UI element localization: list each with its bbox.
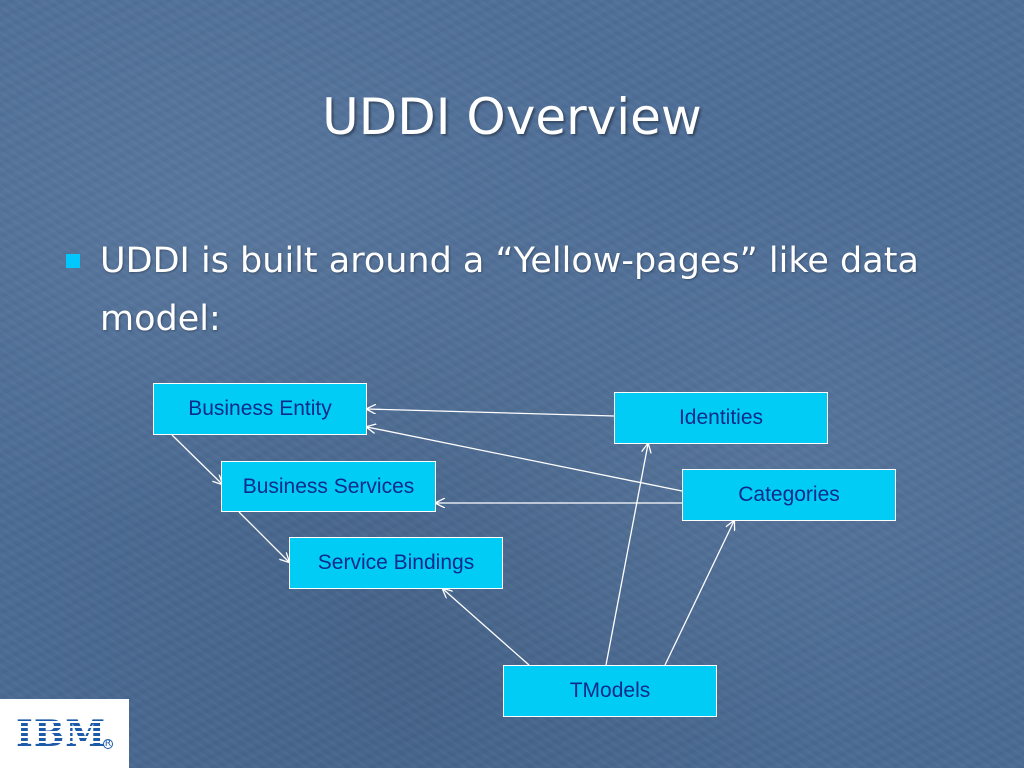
business-entity-node: Business Entity xyxy=(153,383,367,435)
ibm-logo: IBM R xyxy=(0,699,129,768)
arrow-tmodels-to-identities xyxy=(605,444,648,666)
arrow-business-entity-to-business-services xyxy=(171,434,222,484)
ibm-logo-wordmark: IBM xyxy=(16,713,107,755)
arrow-tmodels-to-service-bindings xyxy=(443,589,530,666)
categories-node: Categories xyxy=(682,469,896,521)
bullet-text: UDDI is built around a “Yellow-pages” li… xyxy=(100,241,919,339)
arrow-tmodels-to-categories xyxy=(664,521,734,666)
tmodels-node: TModels xyxy=(503,665,717,717)
service-bindings-node: Service Bindings xyxy=(289,537,503,589)
slide-title: UDDI Overview xyxy=(322,88,702,146)
identities-node: Identities xyxy=(614,392,828,444)
square-bullet-icon xyxy=(66,254,80,268)
arrow-identities-to-business-entity xyxy=(367,409,615,417)
business-services-node: Business Services xyxy=(221,461,436,512)
arrow-business-services-to-service-bindings xyxy=(238,511,289,562)
registered-mark-icon: R xyxy=(103,739,113,749)
